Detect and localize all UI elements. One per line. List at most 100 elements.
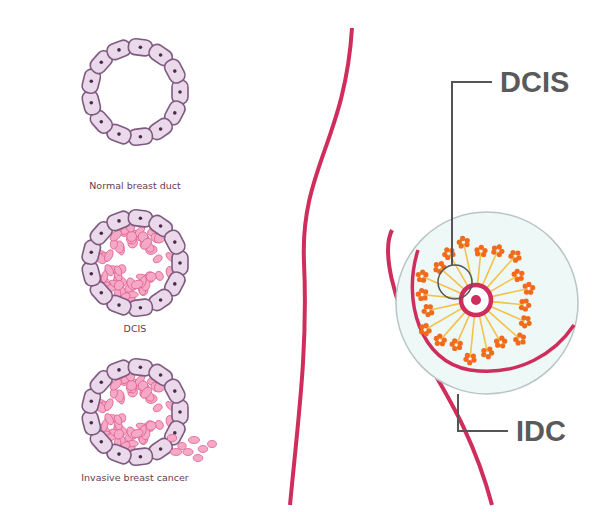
cell-nucleus	[90, 250, 94, 254]
cell-nucleus	[178, 261, 182, 265]
lobule	[487, 347, 492, 352]
milk-duct	[429, 303, 460, 310]
tumor-cell	[103, 397, 115, 411]
lobule	[519, 271, 524, 276]
cell-nucleus	[100, 380, 104, 384]
lobule	[422, 295, 427, 300]
lobule	[521, 315, 526, 320]
cell-nucleus	[173, 69, 177, 73]
milk-duct	[492, 289, 528, 297]
duct-illustrations	[81, 38, 217, 466]
lobule	[520, 339, 525, 344]
breast-outline	[412, 250, 574, 371]
cell-nucleus	[159, 53, 163, 57]
callout-label: DCIS	[500, 68, 569, 97]
invading-cell	[193, 455, 203, 462]
tumor-cell	[152, 402, 164, 413]
ducts-and-lobules	[416, 236, 536, 366]
lobule	[481, 252, 486, 257]
tumor-cell	[113, 414, 123, 426]
invading-cell	[208, 441, 217, 448]
cell-nucleus	[117, 368, 121, 372]
lobule	[497, 244, 502, 249]
invading-cell	[167, 435, 176, 442]
lobule	[452, 338, 457, 343]
lobule	[519, 321, 524, 326]
lobule	[416, 272, 421, 277]
idc-leader	[458, 394, 508, 431]
lobule	[513, 337, 518, 342]
lobule	[464, 242, 469, 247]
lobule	[481, 348, 486, 353]
caption: Normal breast duct	[89, 180, 180, 191]
cell-nucleus	[117, 132, 121, 136]
tumor-cell	[112, 428, 125, 441]
callout-label: IDC	[516, 417, 566, 446]
epithelial-cell	[162, 377, 187, 406]
lobule	[434, 262, 439, 267]
lobule	[494, 339, 499, 344]
lobule	[465, 353, 470, 358]
cell-nucleus	[117, 219, 121, 223]
tumor-cell	[126, 380, 137, 391]
cell-nucleus	[100, 291, 104, 295]
lobule	[475, 251, 480, 256]
cell-nucleus	[117, 303, 121, 307]
tumor-cell	[126, 231, 137, 242]
cell-nucleus	[90, 399, 94, 403]
milk-duct	[470, 316, 474, 358]
cell-nucleus	[159, 127, 163, 131]
cell-nucleus	[159, 447, 163, 451]
lobule	[445, 255, 450, 260]
milk-duct	[423, 277, 462, 294]
tumor-cell	[103, 412, 115, 426]
magnified-breast	[396, 212, 578, 394]
invading-cell	[188, 437, 199, 444]
lobule	[515, 277, 520, 282]
cell-nucleus	[117, 48, 121, 52]
cell-nucleus	[139, 135, 143, 139]
lobule	[442, 338, 447, 343]
cell-nucleus	[178, 90, 182, 94]
tumor-cell	[112, 279, 125, 292]
cell-nucleus	[139, 217, 143, 221]
cell-nucleus	[139, 455, 143, 459]
epithelial-cell	[172, 80, 188, 104]
cell-nucleus	[139, 366, 143, 370]
milk-duct	[491, 306, 525, 321]
cell-nucleus	[90, 272, 94, 276]
tumor-cell	[139, 236, 154, 251]
tumor-cell	[113, 265, 123, 277]
tumor-cell	[145, 272, 156, 283]
cell-nucleus	[178, 410, 182, 414]
lobule	[523, 284, 528, 289]
lobule	[524, 290, 529, 295]
lobule	[435, 341, 440, 346]
duct	[81, 209, 188, 317]
cell-nucleus	[90, 101, 94, 105]
epithelial-cell	[172, 251, 188, 275]
lobule	[497, 252, 502, 257]
cell-nucleus	[100, 440, 104, 444]
invading-cell	[198, 446, 208, 453]
epithelial-cell	[172, 400, 188, 424]
milk-duct	[440, 268, 464, 289]
lobule	[519, 305, 524, 310]
lobule	[520, 299, 525, 304]
milk-duct	[478, 252, 481, 284]
lobule	[424, 323, 429, 328]
milk-duct	[492, 302, 524, 305]
lobule	[427, 328, 432, 333]
lobule	[421, 278, 426, 283]
lobule	[444, 247, 449, 252]
tumor-cell	[130, 279, 144, 291]
cell-nucleus	[159, 373, 163, 377]
invading-cell	[178, 443, 186, 450]
body-outline	[290, 28, 352, 505]
milk-duct	[490, 276, 518, 292]
milk-duct	[441, 312, 466, 340]
cell-nucleus	[173, 282, 177, 286]
tumor-cell	[103, 263, 115, 277]
dcis-callout-circle	[438, 265, 472, 299]
